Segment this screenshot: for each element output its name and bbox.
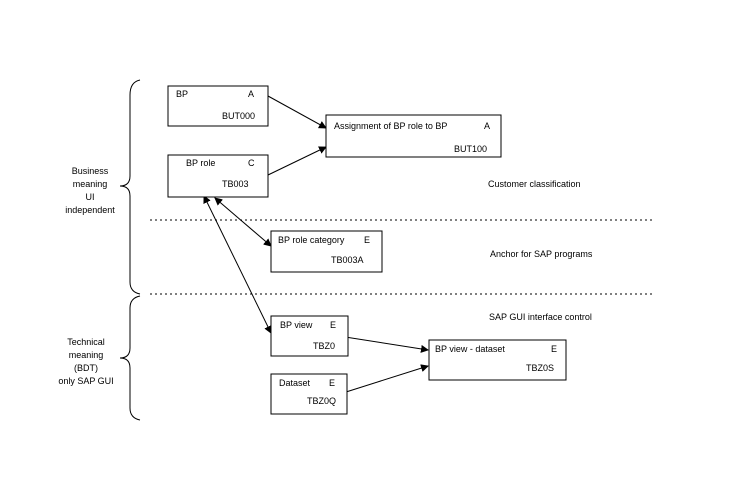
entity-assignment: Assignment of BP role to BP A BUT100 — [325, 114, 502, 158]
svg-text:(BDT): (BDT) — [74, 363, 98, 373]
annotation-gui-control: SAP GUI interface control — [489, 312, 592, 322]
svg-text:Technical: Technical — [67, 337, 105, 347]
svg-text:TB003: TB003 — [222, 179, 249, 189]
entity-bp: BP A BUT000 — [167, 85, 269, 127]
entity-bp-role: BP role C TB003 — [167, 154, 269, 198]
arrow-role-to-assignment — [267, 146, 327, 176]
svg-text:E: E — [551, 344, 557, 354]
technical-brace — [119, 295, 141, 421]
entity-role-category: BP role category E TB003A — [270, 230, 383, 273]
arrow-dataset-to-viewdataset — [345, 364, 429, 393]
arrow-role-bpview — [203, 195, 272, 334]
svg-text:UI: UI — [86, 192, 95, 202]
arrow-bp-to-assignment — [267, 95, 327, 129]
svg-text:A: A — [484, 121, 490, 131]
svg-text:BUT100: BUT100 — [454, 144, 487, 154]
annotation-customer-classification: Customer classification — [488, 179, 581, 189]
svg-text:only SAP GUI: only SAP GUI — [58, 376, 113, 386]
svg-text:meaning: meaning — [69, 350, 104, 360]
svg-text:BP role category: BP role category — [278, 235, 345, 245]
entity-view-dataset: BP view - dataset E TBZ0S — [428, 339, 567, 381]
arrow-role-category — [214, 197, 272, 247]
svg-text:BP: BP — [176, 89, 188, 99]
svg-text:E: E — [364, 235, 370, 245]
svg-text:TBZ0S: TBZ0S — [526, 363, 554, 373]
svg-text:TB003A: TB003A — [331, 255, 364, 265]
svg-text:Dataset: Dataset — [279, 378, 311, 388]
svg-text:BP view: BP view — [280, 320, 313, 330]
svg-text:TBZ0Q: TBZ0Q — [307, 396, 336, 406]
business-group-label: Business meaning UI independent — [65, 166, 115, 215]
entity-dataset: Dataset E TBZ0Q — [270, 373, 348, 415]
svg-text:BP role: BP role — [186, 158, 215, 168]
svg-text:Business: Business — [72, 166, 109, 176]
svg-text:BUT000: BUT000 — [222, 111, 255, 121]
svg-text:independent: independent — [65, 205, 115, 215]
svg-text:E: E — [330, 320, 336, 330]
business-brace — [119, 79, 141, 295]
svg-text:A: A — [248, 89, 254, 99]
svg-text:E: E — [329, 378, 335, 388]
svg-text:BP view - dataset: BP view - dataset — [435, 344, 505, 354]
svg-text:meaning: meaning — [73, 179, 108, 189]
entity-bp-view: BP view E TBZ0 — [270, 315, 349, 357]
svg-text:TBZ0: TBZ0 — [313, 341, 335, 351]
svg-text:Assignment of BP role to BP: Assignment of BP role to BP — [334, 121, 447, 131]
svg-text:C: C — [248, 158, 255, 168]
technical-group-label: Technical meaning (BDT) only SAP GUI — [58, 337, 113, 386]
annotation-anchor: Anchor for SAP programs — [490, 249, 593, 259]
